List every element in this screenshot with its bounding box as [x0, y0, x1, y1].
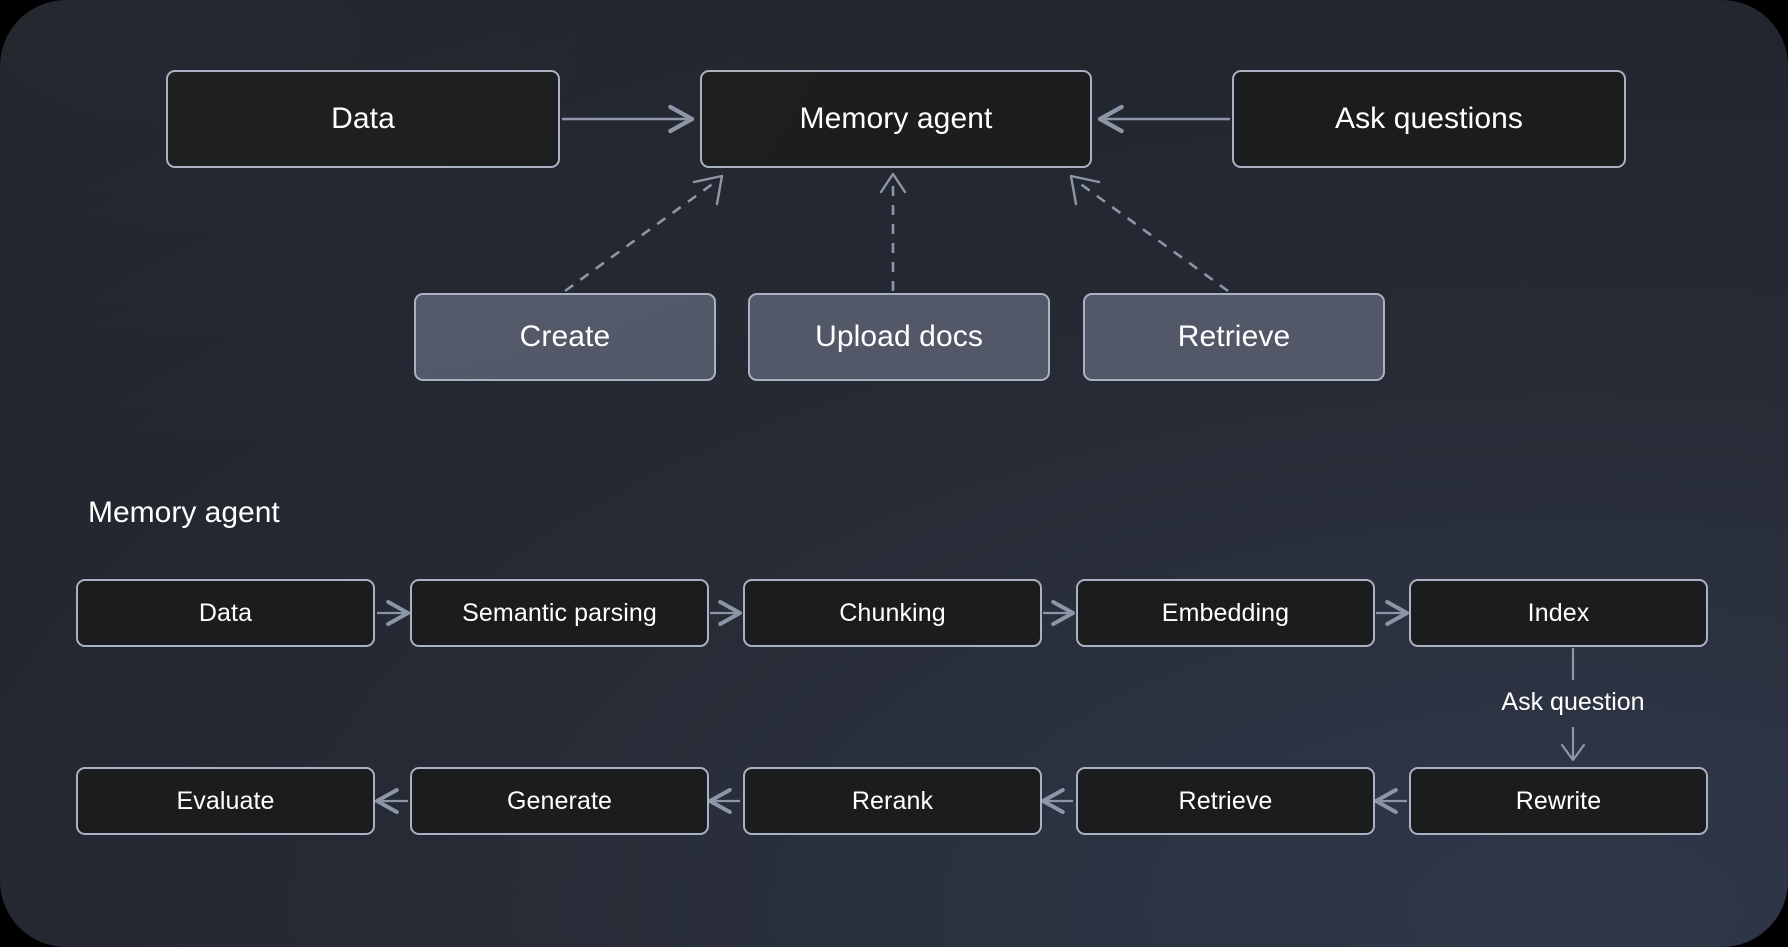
pipeline-node-rerank[interactable]: Rerank [743, 767, 1042, 835]
node-ask-questions[interactable]: Ask questions [1232, 70, 1626, 168]
node-data[interactable]: Data [166, 70, 560, 168]
edge-upload-docs-to-memory-agent [879, 172, 907, 291]
pipeline-node-retrieve[interactable]: Retrieve [1076, 767, 1375, 835]
edge-create-to-memory-agent [564, 174, 724, 293]
edge-label-ask-question: Ask question [1501, 688, 1645, 716]
section-title-memory-agent: Memory agent [88, 496, 280, 529]
pipeline-node-index[interactable]: Index [1409, 579, 1708, 647]
node-upload-docs[interactable]: Upload docs [748, 293, 1050, 381]
pipeline-node-rewrite[interactable]: Rewrite [1409, 767, 1708, 835]
pipeline-node-generate[interactable]: Generate [410, 767, 709, 835]
pipeline-node-evaluate[interactable]: Evaluate [76, 767, 375, 835]
pipeline-node-chunking[interactable]: Chunking [743, 579, 1042, 647]
node-retrieve-operation[interactable]: Retrieve [1083, 293, 1385, 381]
pipeline-node-embedding[interactable]: Embedding [1076, 579, 1375, 647]
node-memory-agent[interactable]: Memory agent [700, 70, 1092, 168]
pipeline-node-semantic-parsing[interactable]: Semantic parsing [410, 579, 709, 647]
pipeline-node-data[interactable]: Data [76, 579, 375, 647]
edge-retrieve-to-memory-agent [1069, 174, 1229, 293]
node-create[interactable]: Create [414, 293, 716, 381]
